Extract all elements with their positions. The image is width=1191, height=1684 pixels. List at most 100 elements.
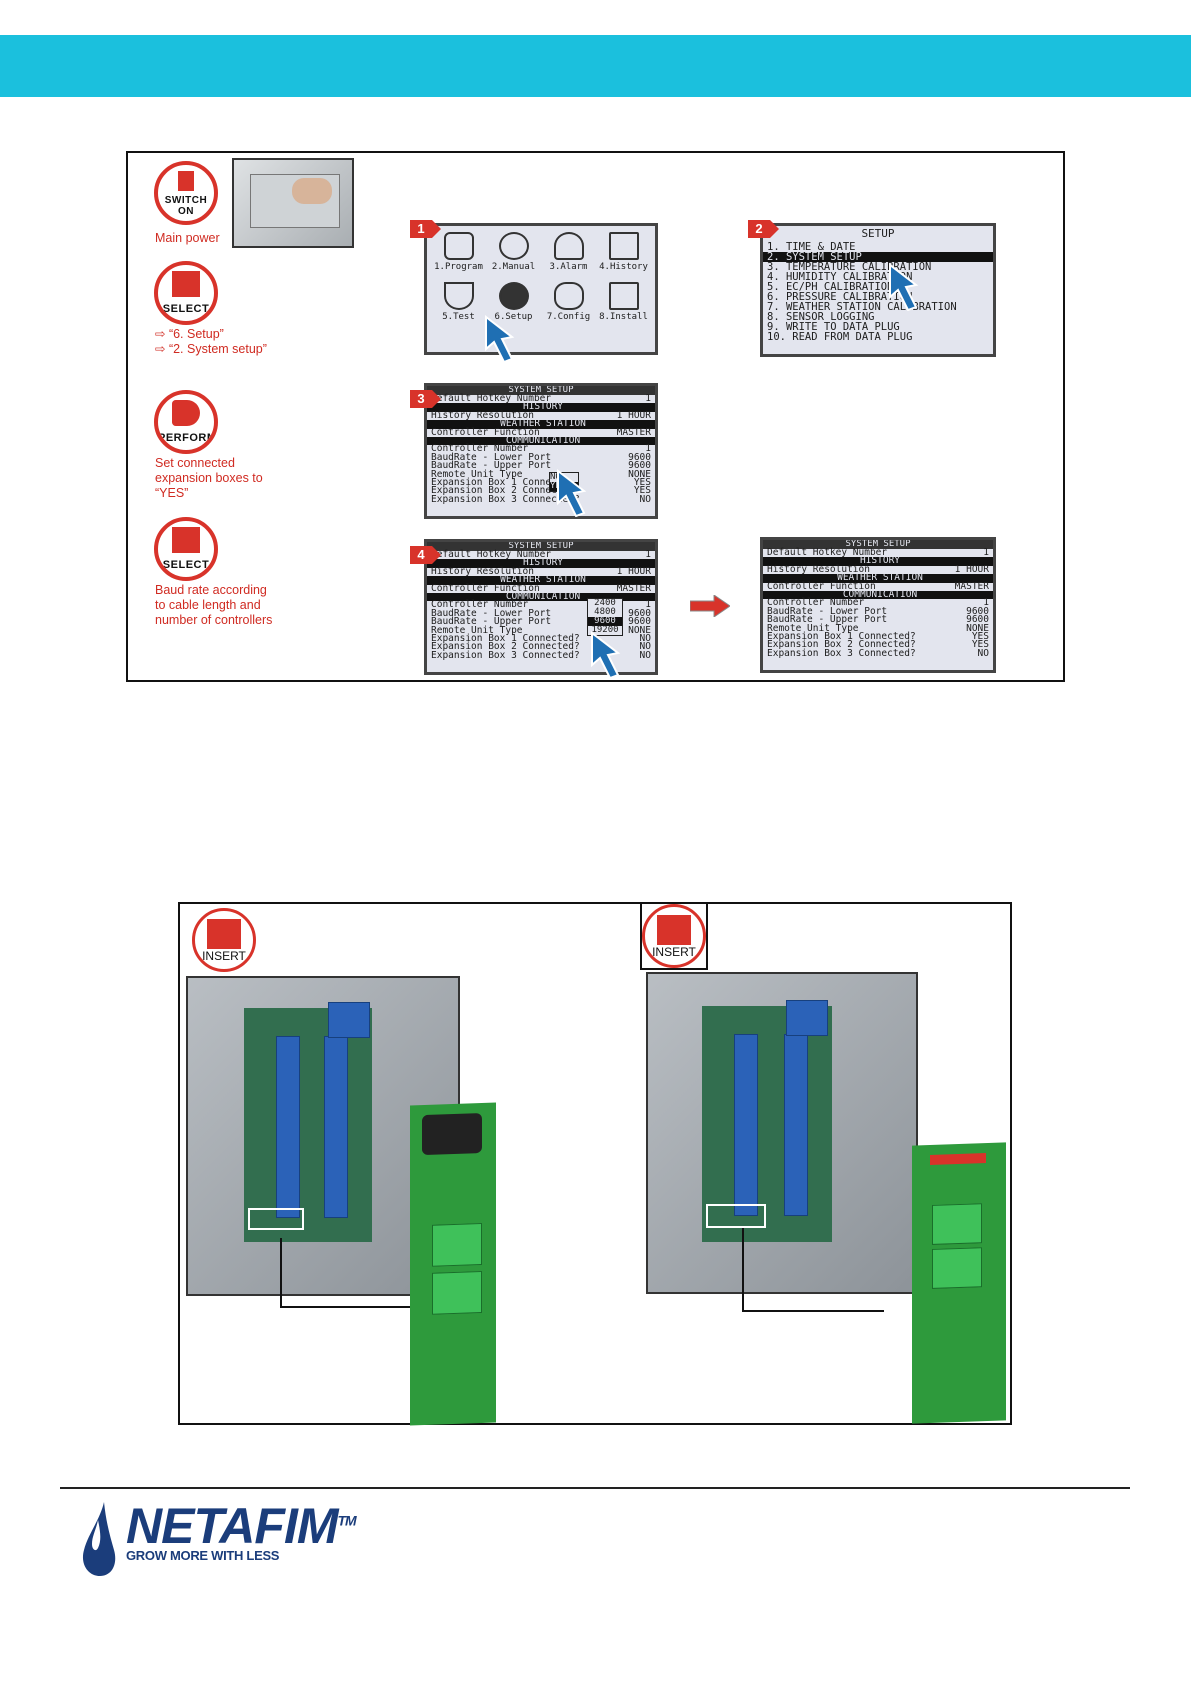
setup-item: 3. TEMPERATURE CALIBRATION bbox=[767, 261, 932, 273]
capacitor bbox=[422, 1112, 482, 1156]
insert-icon: INSERT bbox=[642, 904, 706, 968]
setting-label: Default Hotkey Number bbox=[431, 393, 552, 404]
menu-setup: 6.Setup bbox=[486, 282, 541, 322]
step-number-3: 3 bbox=[410, 390, 441, 408]
setting-value: 1 bbox=[983, 597, 989, 609]
menu-program: 1.Program bbox=[431, 232, 486, 272]
setting-label: Expansion Box 1 Connected? bbox=[767, 631, 916, 643]
setting-label: Controller Function bbox=[431, 426, 540, 438]
setting-value: NO bbox=[639, 493, 651, 505]
controller-photo-right bbox=[646, 972, 918, 1294]
step-number-2: 2 bbox=[748, 220, 779, 238]
insert-card-panel: INSERT INSERT bbox=[178, 902, 1012, 1426]
setting-value: YES bbox=[971, 631, 989, 643]
setting-row[interactable]: Expansion Box 1 Connected?YES bbox=[427, 477, 655, 489]
setting-row[interactable]: Controller Function MASTER bbox=[427, 426, 655, 438]
setting-row[interactable]: Expansion Box 3 Connected? NO bbox=[427, 493, 655, 505]
setting-label: Expansion Box 2 Connected? bbox=[431, 485, 580, 497]
relay-block bbox=[276, 1036, 300, 1218]
setting-value: 1 bbox=[645, 599, 651, 611]
setting-row[interactable]: Expansion Box 3 Connected?NO bbox=[427, 650, 655, 660]
steering-wheel-icon bbox=[498, 232, 529, 260]
setup-caption-1: ⇨ “6. Setup” bbox=[155, 327, 224, 341]
popup-option[interactable]: 2400 bbox=[594, 598, 616, 608]
config-icon bbox=[553, 282, 584, 310]
controller-board bbox=[244, 1008, 372, 1242]
menu-alarm: 3.Alarm bbox=[541, 232, 596, 272]
card-slot-highlight bbox=[248, 1208, 304, 1230]
setting-value: 1 HOUR bbox=[616, 565, 651, 577]
tools-icon bbox=[608, 282, 639, 310]
system-setup-title: SYSTEM SETUP bbox=[427, 386, 655, 395]
setting-label: BaudRate - Upper Port bbox=[431, 460, 552, 472]
setting-label: COMMUNICATION bbox=[842, 589, 918, 601]
section-header: WEATHER STATION bbox=[427, 574, 655, 586]
transformer-block bbox=[786, 1000, 828, 1036]
setting-value: MASTER bbox=[616, 426, 651, 438]
setting-label: WEATHER STATION bbox=[500, 574, 586, 586]
setting-row[interactable]: Expansion Box 2 Connected?YES bbox=[427, 485, 655, 497]
section-header: WEATHER STATION bbox=[427, 419, 655, 429]
popup-option-selected[interactable]: 9600 bbox=[588, 617, 622, 626]
expansion-caption-1: Set connected bbox=[155, 456, 235, 470]
rs232-card-right bbox=[912, 1142, 1006, 1424]
setting-row[interactable]: Expansion Box 1 Connected? YES bbox=[763, 631, 993, 643]
setting-label: Remote Unit Type bbox=[431, 468, 523, 480]
setup-item: 1. TIME & DATE bbox=[767, 241, 856, 253]
setting-row[interactable]: Expansion Box 3 Connected?NO bbox=[763, 647, 993, 659]
popup-option[interactable]: 4800 bbox=[594, 607, 616, 617]
pointer-arrow-icon bbox=[889, 263, 919, 311]
switch-on-icon: SWITCH ON bbox=[154, 161, 218, 225]
select-icon: SELECT bbox=[154, 261, 218, 325]
setting-label: HISTORY bbox=[522, 401, 564, 413]
card-slot-highlight bbox=[706, 1204, 766, 1228]
book-icon bbox=[608, 232, 639, 260]
popup-option[interactable]: 19200 bbox=[591, 625, 619, 635]
popup-option[interactable]: NO bbox=[550, 472, 561, 482]
connector-line bbox=[280, 1238, 282, 1306]
expansion-caption-2: expansion boxes to bbox=[155, 471, 263, 485]
setting-value: 1 bbox=[983, 547, 989, 558]
setting-value: 1 HOUR bbox=[954, 563, 989, 575]
menu-install: 8.Install bbox=[596, 282, 651, 322]
setting-value: 1 bbox=[645, 393, 651, 404]
terminal-block bbox=[932, 1247, 982, 1289]
setting-row[interactable]: Expansion Box 2 Connected?NO bbox=[427, 642, 655, 652]
setting-value: NO bbox=[639, 633, 651, 645]
setting-label: Expansion Box 1 Connected? bbox=[431, 477, 580, 489]
setting-label: Expansion Box 3 Connected? bbox=[431, 493, 580, 505]
setting-row[interactable]: History Resolution 1 HOUR bbox=[427, 565, 655, 577]
setting-row[interactable]: Expansion Box 2 Connected?YES bbox=[763, 640, 993, 650]
setting-label: Remote Unit Type bbox=[767, 622, 859, 634]
section-header: HISTORY bbox=[763, 556, 993, 566]
setting-value: NO bbox=[977, 647, 989, 659]
relay-block bbox=[324, 1036, 348, 1218]
baud-rate-popup: 2400 4800 9600 19200 bbox=[587, 598, 623, 636]
tagline: GROW MORE WITH LESS bbox=[126, 1548, 280, 1563]
setup-dial-icon bbox=[498, 282, 529, 310]
setup-item: 10. READ FROM DATA PLUG bbox=[767, 331, 913, 343]
setting-row[interactable]: Default Hotkey Number 1 bbox=[427, 393, 655, 404]
setting-row[interactable]: Expansion Box 1 Connected?NO bbox=[427, 633, 655, 645]
setting-label: History Resolution bbox=[431, 565, 534, 577]
